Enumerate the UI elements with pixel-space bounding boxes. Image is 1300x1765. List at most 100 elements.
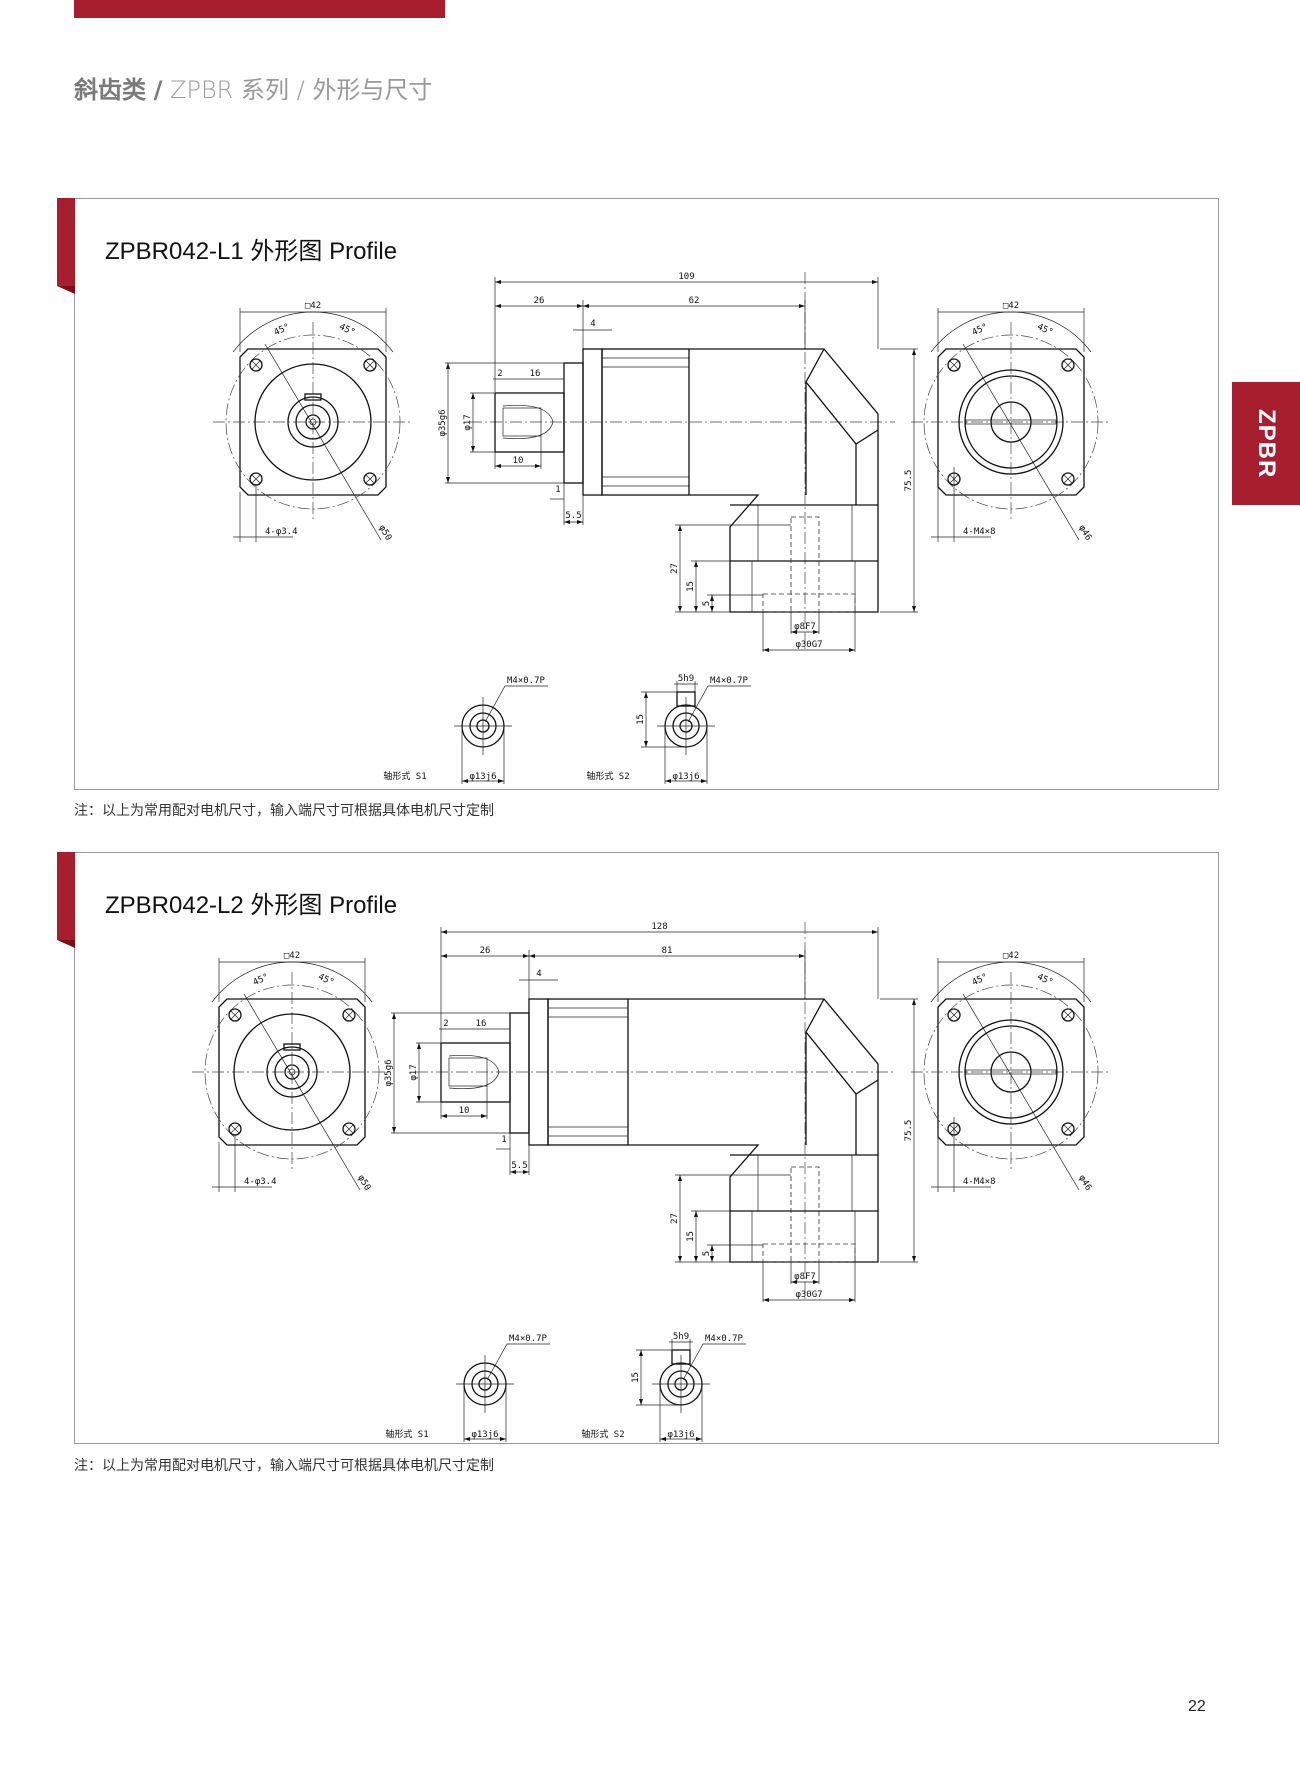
arrow xyxy=(644,741,648,747)
angle-arc xyxy=(930,961,1092,1003)
dimension-label: 26 xyxy=(480,946,491,956)
keyway xyxy=(304,393,322,401)
breadcrumb: 斜齿类 / ZPBR 系列 / 外形与尺寸 xyxy=(74,70,432,105)
arrow xyxy=(678,1256,682,1262)
bolt-hole xyxy=(1061,472,1075,486)
section-break xyxy=(448,1055,500,1089)
drawing-line xyxy=(344,1124,354,1134)
drawing-line xyxy=(251,360,261,370)
dimension-label: 45° xyxy=(971,322,990,338)
bolt-hole xyxy=(342,1008,356,1022)
drawing-outline xyxy=(484,685,548,723)
arrow xyxy=(849,1298,855,1302)
dimension-label: 109 xyxy=(678,272,694,282)
pilot xyxy=(563,362,584,484)
arrow xyxy=(763,648,769,652)
breadcrumb-section: 外形与尺寸 xyxy=(312,76,433,104)
drawing-line xyxy=(962,993,1080,1191)
drawing-circle xyxy=(254,363,372,481)
arrow xyxy=(710,606,714,612)
dimension-label: 5h9 xyxy=(673,1332,689,1342)
arrow xyxy=(912,1256,916,1262)
section-break xyxy=(502,405,554,439)
arrow xyxy=(665,779,671,783)
dimension-label: φ13j6 xyxy=(667,1430,694,1440)
dimension-label: 轴形式 S2 xyxy=(581,1428,624,1440)
dimension-label: 15 xyxy=(686,1231,696,1242)
drawing-line xyxy=(243,993,361,1191)
dimension-label: φ35g6 xyxy=(384,1059,394,1086)
arrow xyxy=(799,954,805,958)
dimension-label: 45° xyxy=(1035,972,1054,988)
arrow xyxy=(471,446,475,452)
arrow xyxy=(462,779,468,783)
arrow xyxy=(481,1114,487,1118)
dimension-label: 45° xyxy=(252,972,271,988)
drawing-note: 注：以上为常用配对电机尺寸，输入端尺寸可根据具体电机尺寸定制 xyxy=(74,803,494,819)
arrow xyxy=(392,1013,396,1019)
arrow xyxy=(701,779,707,783)
dimension-label: φ13j6 xyxy=(469,772,496,782)
arrow xyxy=(849,648,855,652)
dimension-label: 45° xyxy=(337,322,356,338)
finned-housing xyxy=(547,998,629,1146)
arrow xyxy=(498,779,504,783)
angle-arc xyxy=(211,961,373,1003)
dimension-label: 2 xyxy=(443,1019,448,1029)
drawing-outline xyxy=(486,1343,550,1381)
dimension-label: 4-φ3.4 xyxy=(265,527,298,537)
arrow xyxy=(495,280,501,284)
drawing-circle xyxy=(284,1064,300,1080)
arrow xyxy=(678,606,682,612)
drawing-circle xyxy=(274,1054,310,1090)
drawing-line xyxy=(344,1010,354,1020)
input-shaft xyxy=(494,392,565,453)
dimension-label: 5 xyxy=(702,1251,712,1256)
arrow xyxy=(523,1170,529,1174)
dimension-label: 15 xyxy=(631,1372,641,1383)
series-side-tab-label: ZPBR xyxy=(1253,408,1280,479)
arrow xyxy=(464,1437,470,1441)
arrow xyxy=(495,464,501,468)
bolt-hole xyxy=(1061,1008,1075,1022)
dimension-label: 45° xyxy=(316,972,335,988)
header-accent-bar xyxy=(74,0,445,18)
drawing-line xyxy=(365,360,375,370)
pilot xyxy=(509,1012,530,1134)
dimension-label: 4-φ3.4 xyxy=(244,1177,277,1187)
drawing-title: ZPBR042-L2 外形图 Profile xyxy=(105,892,398,919)
arrow xyxy=(392,1127,396,1133)
dimension-label: 27 xyxy=(670,1213,680,1224)
arrow xyxy=(694,561,698,567)
arrow xyxy=(694,1211,698,1217)
arrow xyxy=(872,930,878,934)
arrow xyxy=(417,1096,421,1102)
dimension-label: 4 xyxy=(536,969,541,979)
page-number: 22 xyxy=(1188,1698,1206,1715)
arrow xyxy=(583,304,589,308)
series-side-tab[interactable]: ZPBR xyxy=(1232,382,1300,505)
bolt-hole xyxy=(947,1008,961,1022)
arrow xyxy=(799,304,805,308)
thread-hole xyxy=(448,1057,488,1087)
drawing-line xyxy=(264,343,382,541)
dimension-label: □42 xyxy=(1003,301,1019,311)
dimension-label: φ50 xyxy=(376,523,393,542)
arrow xyxy=(577,304,583,308)
drawing-circle xyxy=(958,369,1064,475)
drawing-circle xyxy=(964,1025,1058,1119)
arrow xyxy=(710,1256,714,1262)
drawing-outline xyxy=(682,1343,746,1381)
bolt-hole xyxy=(947,358,961,372)
dimension-label: φ13j6 xyxy=(471,1430,498,1440)
bolt-hole xyxy=(363,472,377,486)
arrow xyxy=(500,1437,506,1441)
dimension-label: 16 xyxy=(530,369,541,379)
breadcrumb-separator: / xyxy=(153,76,163,104)
arrow xyxy=(535,464,541,468)
dimension-label: φ50 xyxy=(355,1173,372,1192)
dimension-label: φ8F7 xyxy=(794,1272,816,1282)
shaft-key xyxy=(671,1349,691,1365)
arrow xyxy=(694,606,698,612)
arrow xyxy=(523,954,529,958)
